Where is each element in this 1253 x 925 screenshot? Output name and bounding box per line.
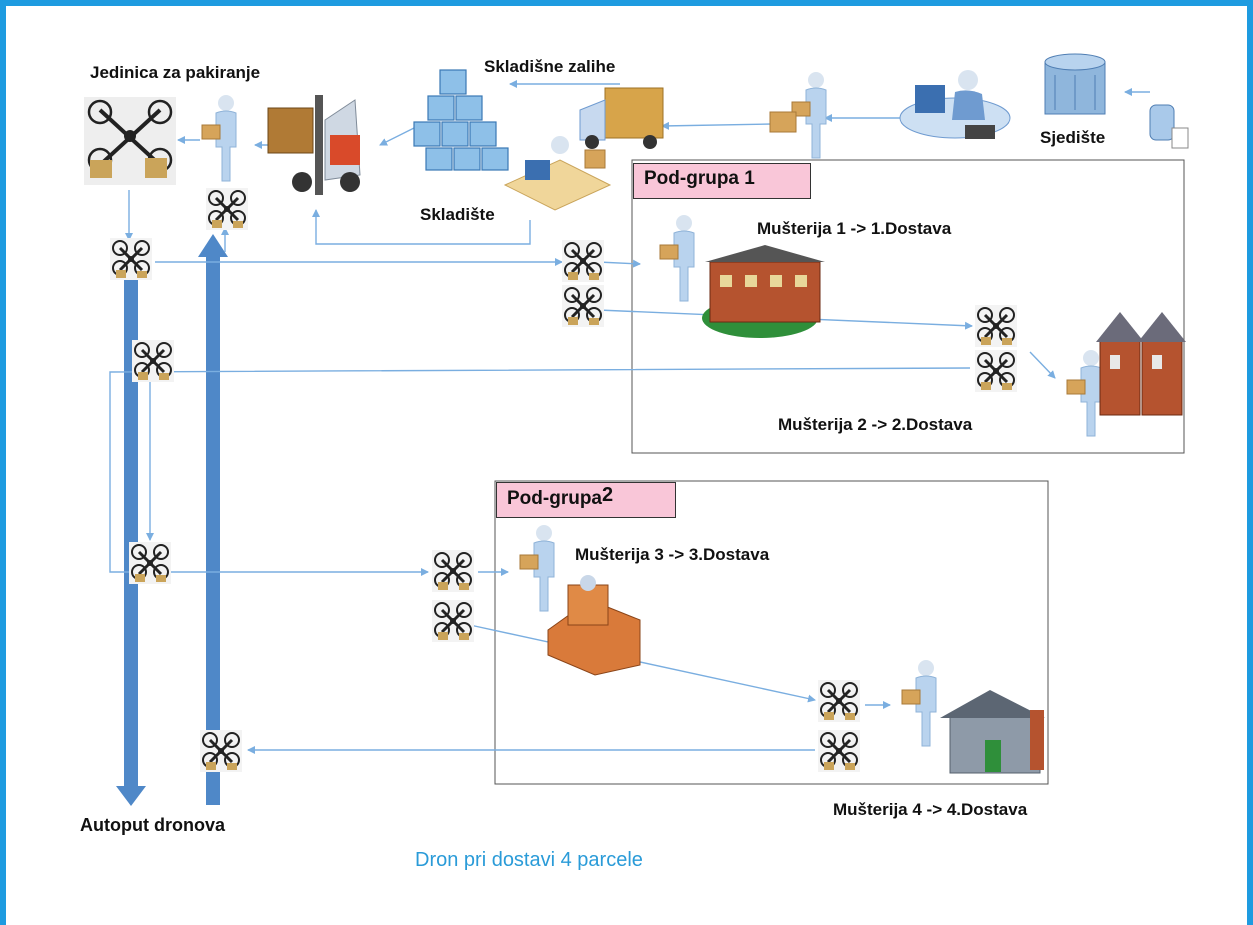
drone-icon bbox=[130, 338, 176, 384]
label-warehouse-stock: Skladišne zalihe bbox=[484, 57, 616, 76]
label-customer-1: Mušterija 1 -> 1.Dostava bbox=[757, 219, 952, 238]
label-drone-highway: Autoput dronova bbox=[80, 815, 225, 835]
label-packing-unit: Jedinica za pakiranje bbox=[90, 63, 261, 82]
headquarters-building-icon bbox=[1044, 53, 1106, 115]
customer-3-building-icon bbox=[547, 575, 641, 676]
customer-2-house-icon bbox=[1096, 312, 1186, 416]
subgroup-2-number: 2 bbox=[602, 484, 614, 506]
drone-icon bbox=[973, 303, 1019, 349]
drone-icon bbox=[816, 678, 862, 724]
subgroup-2-label: Pod-grupa bbox=[507, 488, 602, 509]
customer-4-house-icon bbox=[940, 690, 1045, 774]
drone-icon bbox=[973, 348, 1019, 394]
drone-icon bbox=[560, 283, 606, 329]
subgroup-2-tag: Pod-grupa2 bbox=[496, 482, 676, 518]
drone-icon bbox=[127, 540, 173, 586]
computer-operator-icon bbox=[899, 70, 1011, 139]
truck-icon bbox=[579, 87, 664, 149]
customer-1-person-icon bbox=[659, 214, 695, 302]
customer-4-person-icon bbox=[901, 659, 937, 747]
label-headquarters: Sjedište bbox=[1040, 128, 1106, 147]
label-customer-3: Mušterija 3 -> 3.Dostava bbox=[575, 545, 770, 564]
subgroup-1-tag: Pod-grupa 1 bbox=[633, 163, 811, 199]
drone-icon bbox=[560, 238, 606, 284]
packing-drone-icon bbox=[84, 97, 176, 185]
stock-boxes-icon bbox=[413, 69, 509, 171]
subgroup-1-label: Pod-grupa bbox=[644, 168, 739, 189]
forklift-icon bbox=[267, 95, 361, 195]
label-customer-4: Mušterija 4 -> 4.Dostava bbox=[833, 800, 1028, 819]
subgroup-1-number: 1 bbox=[744, 168, 755, 189]
subgroup-1-box bbox=[631, 159, 1185, 454]
dispatcher-person-icon bbox=[769, 71, 827, 159]
drone-icon bbox=[108, 236, 154, 282]
customer-1-building-icon bbox=[702, 245, 825, 338]
drone-icon bbox=[816, 728, 862, 774]
drone-icon bbox=[430, 548, 476, 594]
drone-icon bbox=[204, 186, 250, 232]
customer-3-person-icon bbox=[519, 524, 555, 612]
diagram-caption: Dron pri dostavi 4 parcele bbox=[415, 849, 643, 871]
packing-person-icon bbox=[201, 94, 237, 182]
drone-icon bbox=[430, 598, 476, 644]
customer-2-person-icon bbox=[1066, 349, 1102, 437]
label-warehouse: Skladište bbox=[420, 205, 495, 224]
drone-icon bbox=[198, 728, 244, 774]
server-icon bbox=[1149, 104, 1189, 149]
drone-highway bbox=[116, 234, 228, 806]
subgroup-2-box bbox=[494, 480, 1049, 785]
warehouse-operator-icon bbox=[503, 136, 612, 211]
label-customer-2: Mušterija 2 -> 2.Dostava bbox=[778, 415, 973, 434]
